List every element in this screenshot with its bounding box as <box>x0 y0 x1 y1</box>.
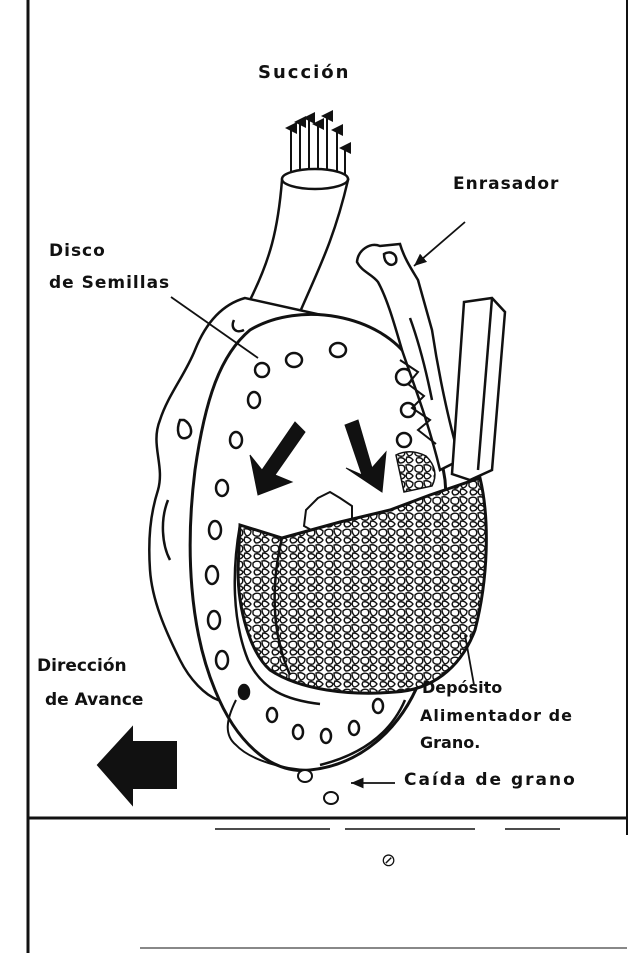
hopper-label-line3: Grano. <box>420 735 480 751</box>
hopper-plate <box>452 298 505 480</box>
hopper-label-line2: Alimentador de <box>420 708 573 724</box>
leveler-label: Enrasador <box>453 176 559 193</box>
suction-label: Succión <box>258 64 350 82</box>
seed-hopper <box>235 452 487 704</box>
direction-label-line2: de Avance <box>45 692 143 709</box>
disc-label-line1: Disco <box>49 243 106 260</box>
figure-mark: ⊘ <box>381 852 396 870</box>
direction-arrow-icon <box>98 728 176 804</box>
disc-label-line2: de Semillas <box>49 275 170 292</box>
falling-grains <box>298 770 338 804</box>
grain-drop-label: Caída de grano <box>404 772 577 789</box>
suction-tube <box>250 169 348 312</box>
direction-label-line1: Dirección <box>37 658 127 675</box>
hopper-label-line1: Depósito <box>422 680 502 696</box>
